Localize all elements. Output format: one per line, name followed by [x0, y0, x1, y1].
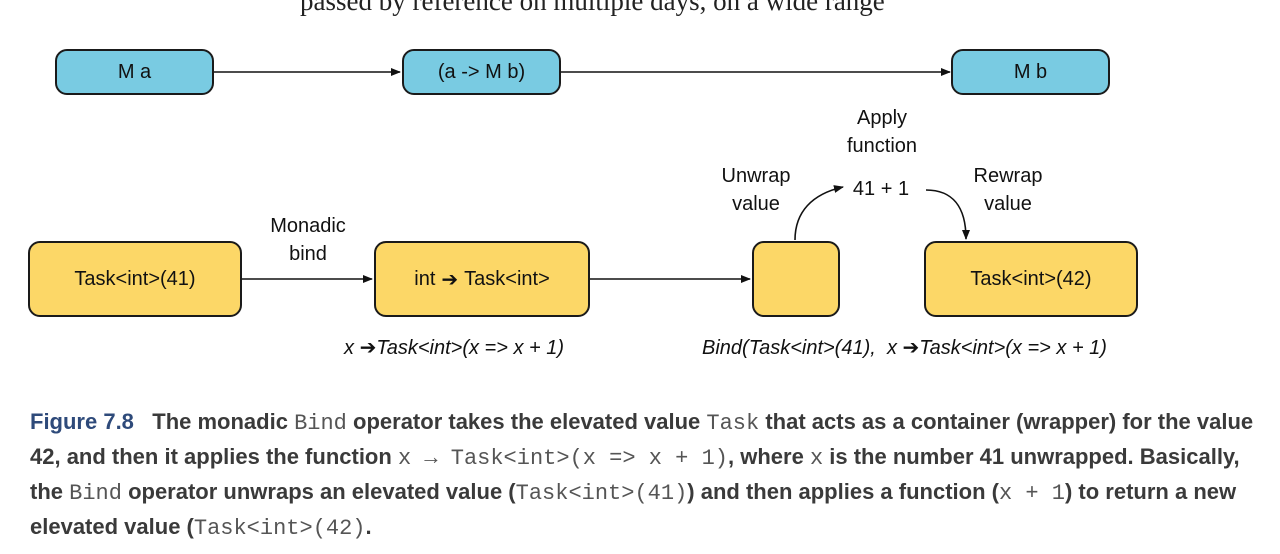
- box-m-b: M b: [951, 49, 1110, 95]
- heavy-arrow-icon: ➔: [441, 268, 459, 291]
- heavy-arrow-icon: ➔: [359, 337, 377, 359]
- bind-expression: Bind(Task<int>(41), x ➔Task<int>(x => x …: [702, 337, 1107, 359]
- monadic-bind-label: Monadic bind: [270, 215, 346, 265]
- rewrap-value-label: Rewrap value: [973, 165, 1043, 215]
- box-task-41: Task<int>(41): [28, 241, 242, 317]
- box-int-to-task: int ➔ Task<int>: [374, 241, 590, 317]
- unwrap-value-label: Unwrap value: [721, 165, 791, 215]
- expression-label: 41 + 1: [852, 178, 910, 200]
- arrow-unwrap-curve: [794, 185, 844, 241]
- box-task-42: Task<int>(42): [924, 241, 1138, 317]
- arrow-rewrap-curve: [925, 189, 970, 240]
- figure-caption: Figure 7.8 The monadic Bind operator tak…: [30, 409, 1254, 541]
- box-m-a: M a: [55, 49, 214, 95]
- box-unwrapped-value: [752, 241, 840, 317]
- heavy-arrow-icon: ➔: [902, 337, 920, 359]
- lambda-expression: x ➔Task<int>(x => x + 1): [344, 337, 565, 359]
- cut-off-top-text: passed by reference on multiple days, on…: [300, 0, 885, 16]
- fn-output-type: Task<int>: [464, 267, 550, 290]
- apply-function-label: Apply function: [846, 107, 918, 157]
- figure-label: Figure 7.8: [30, 409, 134, 434]
- box-a-to-m-b: (a -> M b): [402, 49, 561, 95]
- fn-input-type: int: [414, 267, 436, 290]
